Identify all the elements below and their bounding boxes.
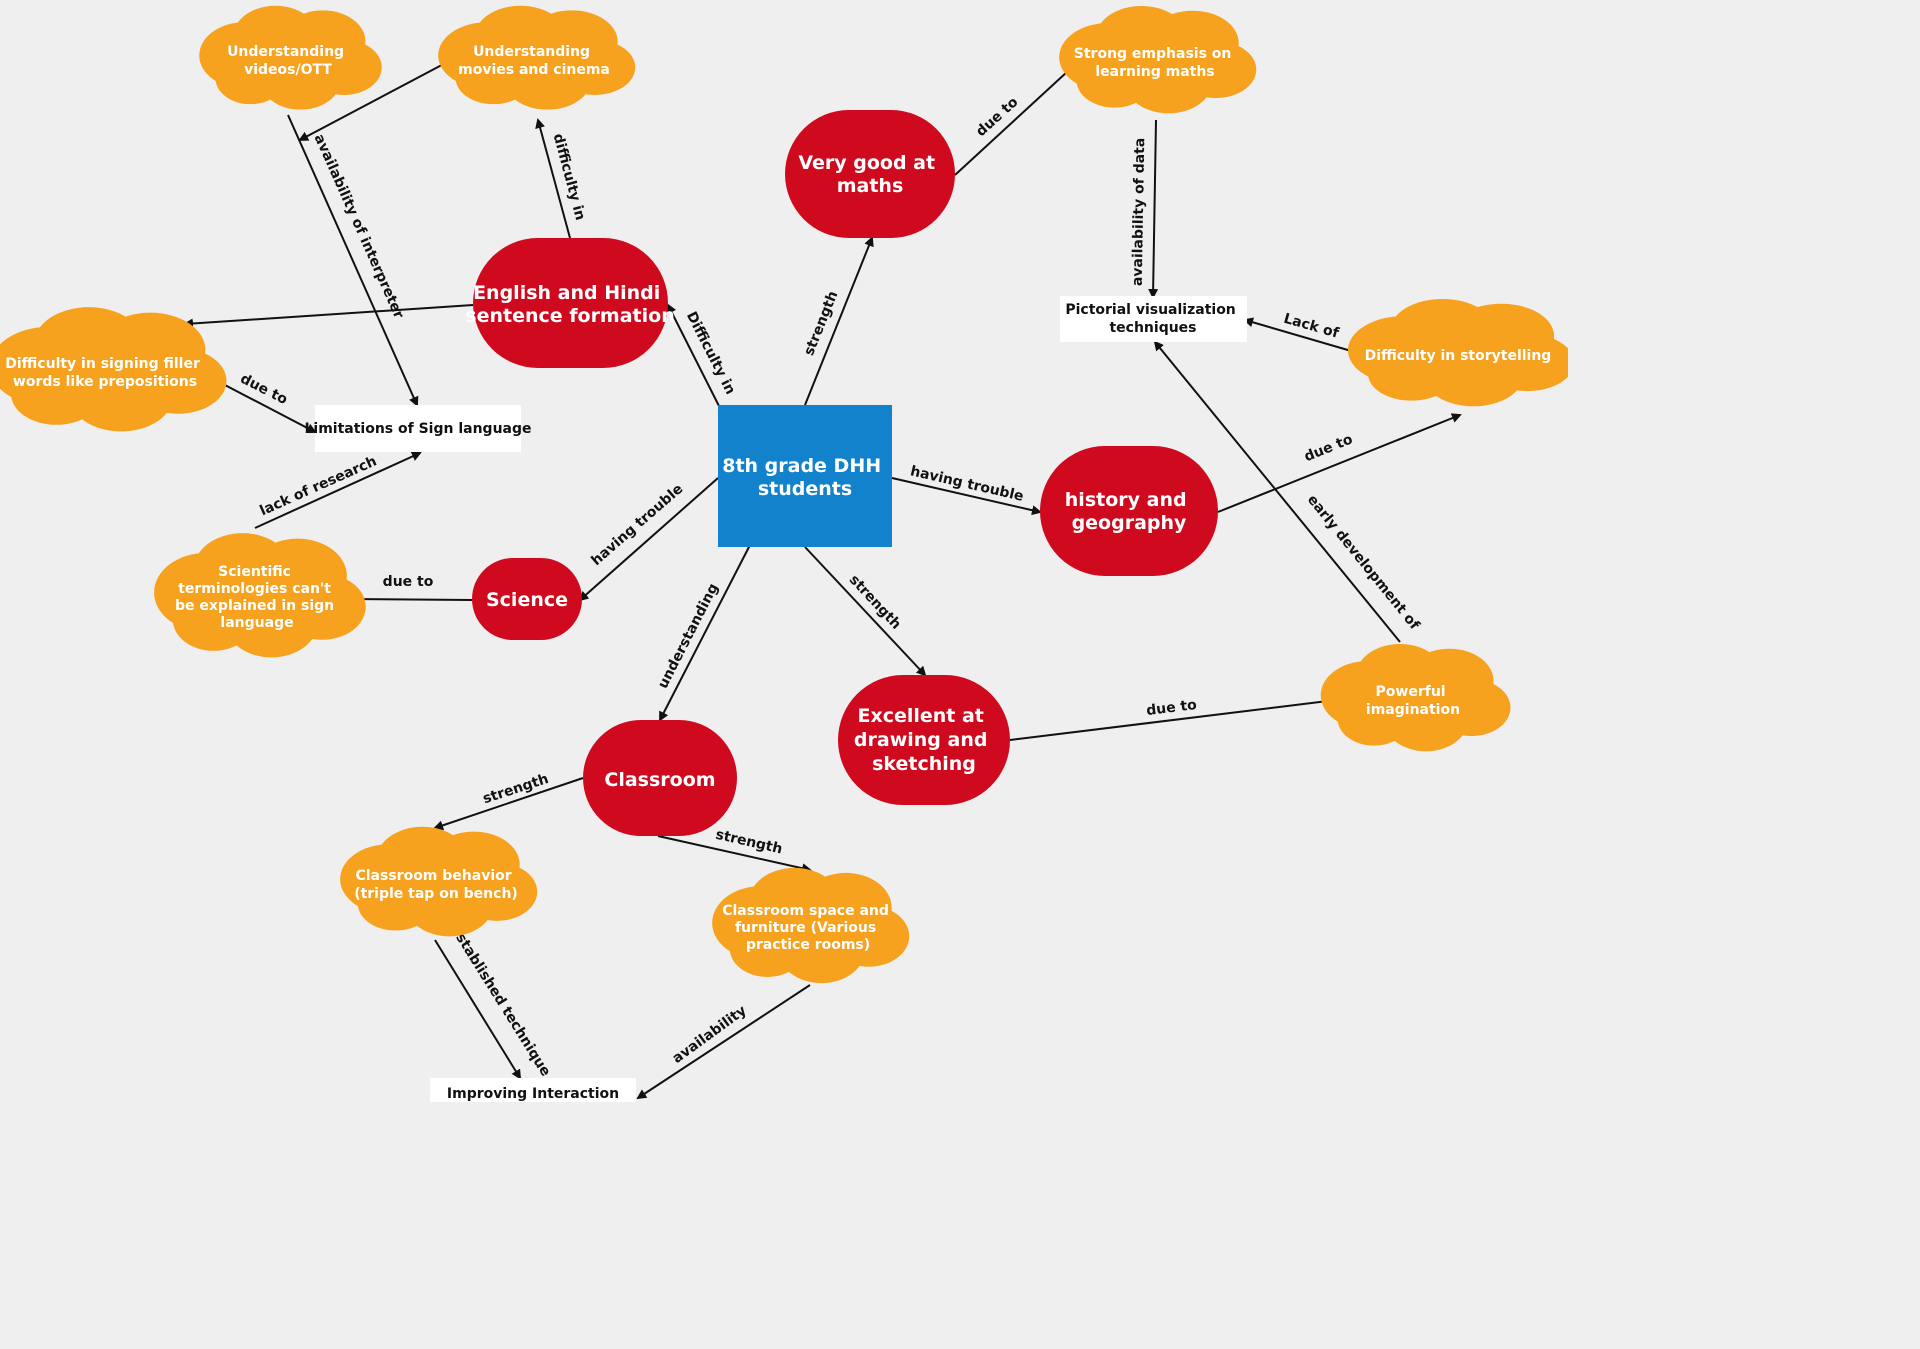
cloud-difficulty-story: Difficulty in storytelling xyxy=(1347,298,1568,407)
node-text-drawing: Excellent at drawing and sketching xyxy=(854,705,994,775)
edge-label-due-to-maths: due to xyxy=(973,94,1022,140)
cloud-classroom-space: Classroom space and furniture (Various p… xyxy=(712,867,910,984)
cloud-powerful-imagination: Powerful imagination xyxy=(1320,643,1511,752)
edge-label-early-development-of: early development of xyxy=(1304,492,1423,634)
edge-label-having-trouble-science: having trouble xyxy=(588,481,686,569)
edge-classroom-to-space xyxy=(657,835,812,874)
node-text-understanding-movies: Understanding movies and cinema xyxy=(458,44,610,78)
edge-powerful-to-pictorial xyxy=(1153,340,1401,643)
node-english-hindi: English and Hindi sentence formation xyxy=(465,238,675,368)
edge-label-having-trouble-history: having trouble xyxy=(909,463,1025,505)
box-limitations: Limitations of Sign language xyxy=(304,405,532,452)
node-center: 8th grade DHH students xyxy=(718,405,892,547)
node-text-center: 8th grade DHH students xyxy=(722,455,888,500)
edge-label-availability-of-data: availability of data xyxy=(1130,138,1149,287)
edge-label-strength-maths: strength xyxy=(801,289,841,358)
node-text-english-hindi: English and Hindi sentence formation xyxy=(465,282,674,327)
edge-history-to-story xyxy=(1217,413,1462,513)
edge-videos-to-limitations xyxy=(287,114,419,407)
edge-label-due-to-science: due to xyxy=(383,574,434,590)
edges xyxy=(183,57,1462,1100)
node-text-science: Science xyxy=(486,589,568,611)
edge-center-to-maths xyxy=(804,236,874,406)
edge-label-strength-drawing: strength xyxy=(846,572,904,633)
node-text-classroom: Classroom xyxy=(604,769,715,791)
edge-label-strength-classroom-right: strength xyxy=(714,827,784,858)
node-text-understanding-videos: Understanding videos/OTT xyxy=(227,44,349,78)
edge-maths-to-emphasis xyxy=(954,58,1082,176)
box-pictorial: Pictorial visualization techniques xyxy=(1060,296,1247,342)
node-text-scientific: Scientific terminologies can't be explai… xyxy=(175,564,339,631)
edge-scientific-to-limitations xyxy=(254,451,422,529)
edge-label-availability-of-interpreter: availability of interpreter xyxy=(311,132,407,321)
edge-center-to-science xyxy=(578,477,719,602)
node-text-classroom-behavior: Classroom behavior (triple tap on bench) xyxy=(354,868,518,902)
edge-center-to-history xyxy=(891,477,1042,516)
edge-label-lack-of: Lack of xyxy=(1282,311,1342,342)
edge-label-strength-classroom-left: strength xyxy=(481,771,551,807)
edge-label-difficulty-in-upper: difficulty in xyxy=(550,132,588,222)
edge-label-lack-of-research: lack of research xyxy=(257,453,379,519)
node-text-pictorial: Pictorial visualization techniques xyxy=(1065,302,1240,336)
edge-emphasis-to-pictorial xyxy=(1148,119,1159,299)
edge-label-difficulty-in-center: Difficulty in xyxy=(683,309,738,397)
node-text-difficulty-filler: Difficulty in signing filler words like … xyxy=(5,356,204,390)
edge-drawing-to-powerful xyxy=(1009,696,1338,741)
node-drawing: Excellent at drawing and sketching xyxy=(838,675,1010,805)
node-text-history: history and geography xyxy=(1065,489,1193,534)
edge-label-availability: availability xyxy=(670,1003,750,1067)
edge-label-understanding: understanding xyxy=(655,581,722,691)
edge-center-to-english xyxy=(667,303,721,409)
node-history: history and geography xyxy=(1040,446,1218,576)
node-science: Science xyxy=(472,558,582,640)
node-text-classroom-space: Classroom space and furniture (Various p… xyxy=(722,903,894,953)
cloud-strong-emphasis: Strong emphasis on learning maths xyxy=(1059,5,1257,114)
edge-center-to-drawing xyxy=(804,546,927,677)
edge-classroom-to-behavior xyxy=(433,777,584,831)
cloud-classroom-behavior: Classroom behavior (triple tap on bench) xyxy=(340,826,538,937)
cloud-scientific: Scientific terminologies can't be explai… xyxy=(154,533,366,658)
cloud-understanding-videos: Understanding videos/OTT xyxy=(199,5,382,110)
node-text-difficulty-story: Difficulty in storytelling xyxy=(1365,348,1552,364)
node-maths: Very good at maths xyxy=(785,110,955,238)
node-classroom: Classroom xyxy=(583,720,737,836)
edge-behavior-to-improving xyxy=(434,939,522,1080)
edge-center-to-classroom xyxy=(659,544,751,722)
node-text-strong-emphasis: Strong emphasis on learning maths xyxy=(1074,46,1236,80)
edge-story-to-pictorial xyxy=(1243,317,1366,356)
concept-map: difficulty in availability of interprete… xyxy=(0,5,1568,1102)
box-improving: Improving Interaction xyxy=(430,1078,636,1102)
edge-label-due-to-filler: due to xyxy=(238,371,291,408)
cloud-difficulty-filler: Difficulty in signing filler words like … xyxy=(0,307,227,432)
edge-movies-to-videos xyxy=(298,57,456,141)
edge-label-due-to-drawing: due to xyxy=(1145,697,1198,719)
node-text-powerful: Powerful imagination xyxy=(1366,684,1460,718)
node-text-limitations: Limitations of Sign language xyxy=(304,421,531,437)
edge-label-established-technique: established technique xyxy=(447,922,553,1079)
node-text-improving: Improving Interaction xyxy=(447,1086,619,1102)
edge-english-to-filler xyxy=(183,304,474,329)
edge-english-to-movies xyxy=(535,118,571,239)
node-text-maths: Very good at maths xyxy=(798,152,941,197)
edge-space-to-improving xyxy=(636,984,811,1100)
cloud-understanding-movies: Understanding movies and cinema xyxy=(438,5,636,110)
